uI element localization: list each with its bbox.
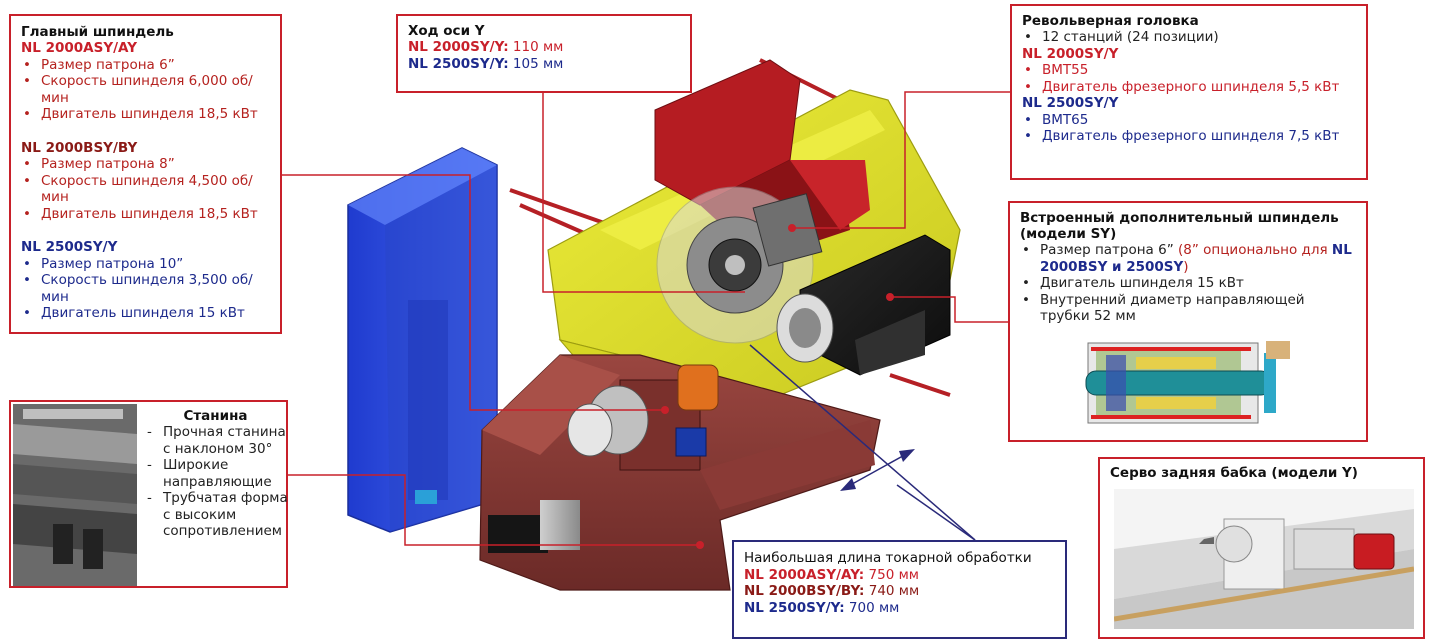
- tailstock-photo: [1114, 489, 1414, 629]
- sub-spindle-title: Встроенный дополнительный шпиндель (моде…: [1020, 210, 1339, 242]
- model-label: NL 2000SY/Y:: [408, 39, 509, 55]
- spec-item: Скорость шпинделя 4,500 об/мин: [21, 173, 270, 206]
- travel-value: 105 мм: [512, 55, 564, 72]
- turning-length-callout: Наибольшая длина токарной обработки NL 2…: [732, 540, 1067, 639]
- travel-value: 110 мм: [512, 39, 564, 55]
- bed-feature: Широкие направляющие: [143, 457, 288, 490]
- spec-item: Двигатель фрезерного шпинделя 5,5 кВт: [1022, 79, 1356, 96]
- y-axis-title: Ход оси Y: [408, 23, 485, 39]
- spec-item: BMT65: [1022, 112, 1356, 129]
- tailstock-title: Серво задняя бабка (модели Y): [1110, 465, 1358, 481]
- spec-item: Размер патрона 6” (8” опционально для NL…: [1020, 242, 1356, 275]
- turret-title: Револьверная головка: [1022, 13, 1199, 29]
- bed-feature: Прочная станина с наклоном 30°: [143, 424, 288, 457]
- spec-item: Размер патрона 6”: [21, 57, 270, 74]
- chuck-size: Размер патрона 6”: [1040, 242, 1174, 258]
- spec-item: Двигатель шпинделя 18,5 кВт: [21, 106, 270, 123]
- spec-item: Скорость шпинделя 3,500 об/мин: [21, 272, 270, 305]
- chuck-option-note: (8” опционально для: [1178, 242, 1328, 258]
- model-label: NL 2000ASY/AY:: [744, 566, 865, 583]
- turret-disc: [656, 186, 823, 344]
- model-label: NL 2000ASY/AY: [21, 40, 137, 56]
- bed-photo: [13, 404, 137, 586]
- bed-title: Станина: [183, 408, 248, 424]
- spec-item: Двигатель шпинделя 18,5 кВт: [21, 206, 270, 223]
- model-label: NL 2000BSY/BY: [21, 139, 138, 156]
- chuck-option-models: NL 2000BSY и 2500SY: [1040, 242, 1352, 275]
- leader-lines: [282, 91, 1012, 549]
- turning-length-indicator: [749, 344, 976, 541]
- main-spindle-unit: [488, 364, 719, 553]
- sub-spindle-callout: Встроенный дополнительный шпиндель (моде…: [1008, 201, 1368, 442]
- electrical-cabinet: [347, 147, 498, 533]
- model-label: NL 2000BSY/BY:: [744, 583, 865, 599]
- spec-item: Двигатель фрезерного шпинделя 7,5 кВт: [1022, 128, 1356, 145]
- model-label: NL 2500SY/Y: [1022, 95, 1119, 111]
- spec-item: Внутренний диаметр направляющей трубки 5…: [1020, 292, 1356, 325]
- tailstock-callout: Серво задняя бабка (модели Y): [1098, 457, 1425, 639]
- main-spindle-callout: Главный шпиндель NL 2000ASY/AY Размер па…: [9, 14, 282, 334]
- main-spindle-title: Главный шпиндель: [21, 24, 174, 40]
- bed-feature: Трубчатая форма с высоким сопротивлением: [143, 490, 288, 540]
- turning-length-title: Наибольшая длина токарной обработки: [744, 550, 1032, 566]
- spec-item: Двигатель шпинделя 15 кВт: [21, 305, 270, 322]
- turret-callout: Револьверная головка 12 станций (24 пози…: [1010, 4, 1368, 180]
- y-axis-callout: Ход оси Y NL 2000SY/Y: 110 мм NL 2500SY/…: [396, 14, 692, 93]
- chuck-option-close: ): [1183, 258, 1189, 275]
- bed-callout: Станина Прочная станина с наклоном 30° Ш…: [9, 400, 288, 588]
- spec-item: Размер патрона 10”: [21, 256, 270, 273]
- spec-item: BMT55: [1022, 62, 1356, 79]
- sub-spindle-section-drawing: [1085, 341, 1290, 424]
- length-value: 700 мм: [848, 599, 900, 616]
- length-value: 740 мм: [868, 583, 920, 599]
- sub-spindle-housing: [776, 234, 951, 376]
- length-value: 750 мм: [868, 566, 919, 583]
- model-label: NL 2000SY/Y: [1022, 45, 1119, 62]
- model-label: NL 2500SY/Y: [21, 239, 118, 255]
- model-label: NL 2500SY/Y:: [408, 55, 509, 72]
- model-label: NL 2500SY/Y:: [744, 599, 845, 616]
- stations-item: 12 станций (24 позиции): [1022, 29, 1356, 46]
- spec-item: Скорость шпинделя 6,000 об/мин: [21, 73, 270, 106]
- spec-item: Двигатель шпинделя 15 кВт: [1020, 275, 1356, 292]
- spec-item: Размер патрона 8”: [21, 156, 270, 173]
